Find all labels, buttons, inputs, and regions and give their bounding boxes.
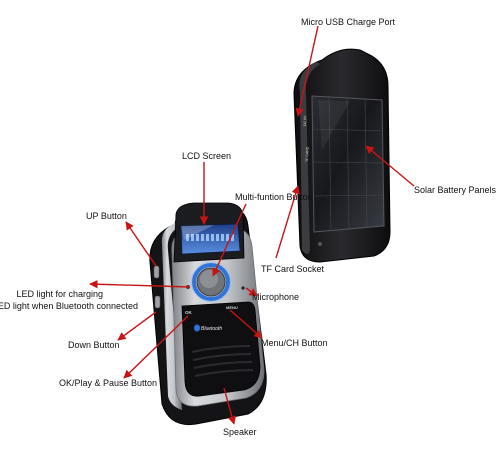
label-microphone: Microphone — [252, 292, 300, 302]
label-solar-panels: Solar Battery Panels — [414, 185, 496, 195]
lcd-screen — [180, 223, 241, 255]
back-device-screw — [318, 242, 322, 246]
solar-panel-grid — [312, 96, 384, 232]
arrow-speaker — [223, 387, 237, 425]
arrow-ok-play — [123, 315, 189, 379]
multi-function-ring — [192, 263, 230, 301]
label-led-charging: LED light for charging — [16, 289, 103, 299]
arrow-menu-ch — [229, 309, 263, 339]
back-device-dc-text: DC 5V — [303, 115, 307, 126]
front-device: OK MENU Bluetooth — [149, 202, 267, 426]
arrow-led-light — [89, 280, 191, 289]
callout-arrows — [89, 25, 415, 425]
ok-button-label: OK — [185, 310, 193, 315]
label-multi-function: Multi-funtion Button — [235, 192, 313, 202]
arrow-micro-usb — [295, 25, 319, 117]
front-device-lower-panel — [181, 301, 261, 397]
arrow-down-button — [117, 311, 157, 341]
arrow-microphone — [245, 287, 258, 297]
label-led-bluetooth: LED light when Bluetooth connected — [0, 301, 138, 311]
back-device-side — [299, 62, 320, 254]
arrow-solar-panels — [365, 145, 415, 187]
down-button[interactable] — [154, 295, 161, 309]
label-tf-card: TF Card Socket — [261, 264, 325, 274]
solar-panel-glare — [318, 100, 350, 150]
label-ok-play: OK/Play & Pause Button — [59, 378, 158, 388]
back-device: DC 5V TF CARD — [293, 48, 391, 263]
label-micro-usb: Micro USB Charge Port — [301, 17, 396, 27]
back-device-tf-text: TF CARD — [305, 146, 310, 162]
multi-function-ring-glow — [191, 262, 231, 302]
label-speaker: Speaker — [223, 427, 257, 437]
speaker-grille — [191, 345, 254, 377]
menu-button-label: MENU — [226, 305, 238, 310]
lcd-segments — [186, 234, 234, 241]
up-button[interactable] — [153, 265, 160, 279]
arrow-multi-function — [212, 203, 247, 277]
microphone-hole — [241, 286, 245, 290]
label-lcd-screen: LCD Screen — [182, 151, 232, 161]
label-menu-ch: Menu/CH Button — [261, 338, 328, 348]
arrow-up-button — [125, 221, 157, 267]
arrow-tf-card — [275, 185, 300, 259]
bluetooth-brand-text: Bluetooth — [201, 326, 222, 332]
label-up-button: UP Button — [86, 211, 127, 221]
bluetooth-logo-icon — [194, 324, 200, 332]
lcd-glare — [181, 225, 214, 240]
multi-function-button-top — [200, 270, 218, 288]
label-down-button: Down Button — [68, 340, 120, 350]
